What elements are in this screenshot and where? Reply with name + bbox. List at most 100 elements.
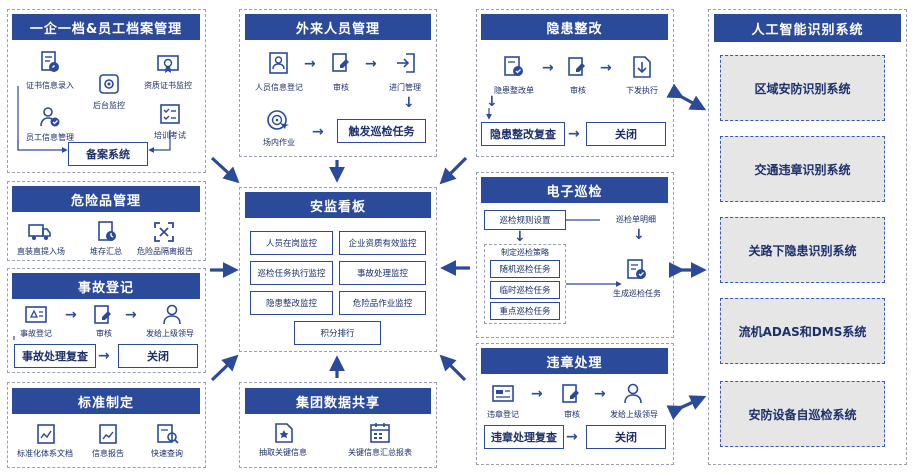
hazmat-item-1[interactable]: 堆存汇总: [90, 247, 122, 256]
leader-icon: [621, 382, 645, 406]
arrow-right-icon: →: [365, 56, 377, 72]
review-icon: [560, 382, 584, 406]
arrow-down-icon: ↓: [403, 95, 415, 111]
visitor-title: 外来人员管理: [245, 14, 431, 40]
visitor-item-2[interactable]: 进门管理: [389, 83, 421, 92]
ai-system-box[interactable]: 安防设备自巡检系统: [720, 381, 885, 447]
filing-system-box[interactable]: 备案系统: [68, 142, 148, 166]
onsite-work-icon: [266, 108, 290, 132]
hazmat-title: 危险品管理: [12, 186, 200, 212]
violation-item-2[interactable]: 发给上级领导: [610, 410, 658, 419]
visitor-item-1[interactable]: 审核: [333, 83, 349, 92]
hazard-item-2[interactable]: 下发执行: [626, 86, 658, 95]
employee-icon: [38, 105, 62, 129]
patrol-task-box[interactable]: 重点巡检任务: [490, 302, 560, 320]
arrow-right-icon: →: [125, 307, 137, 323]
hazard-close-box[interactable]: 关闭: [586, 122, 666, 146]
group-item-1[interactable]: 关键信息汇总报表: [348, 448, 412, 457]
leader-icon: [160, 303, 184, 327]
review-icon: [566, 55, 590, 79]
patrol-task-box[interactable]: 临时巡检任务: [490, 281, 560, 299]
visitor-item-0[interactable]: 人员信息登记: [255, 83, 303, 92]
accident-title: 事故登记: [12, 273, 200, 299]
isolation-icon: [152, 220, 176, 244]
archive-item-0[interactable]: 证书信息录入: [26, 81, 74, 90]
entry-icon: [394, 51, 418, 75]
arrow-right-icon: →: [542, 60, 554, 76]
dashboard-cell[interactable]: 危险品作业监控: [339, 291, 426, 315]
dashboard-cell[interactable]: 隐患整改监控: [250, 291, 333, 315]
arrow-right-icon: →: [65, 307, 77, 323]
accident-item-1[interactable]: 审核: [96, 329, 112, 338]
accident-close-box[interactable]: 关闭: [118, 344, 198, 368]
ai-system-box[interactable]: 交通违章识别系统: [720, 136, 885, 202]
group-item-0[interactable]: 抽取关键信息: [259, 448, 307, 457]
truck-icon: [28, 220, 52, 244]
dashboard-title: 安监看板: [245, 192, 431, 218]
violation-item-1[interactable]: 审核: [564, 410, 580, 419]
arrow-down-icon: ↓: [633, 227, 645, 243]
stack-summary-icon: [95, 220, 119, 244]
summary-report-icon: [368, 421, 392, 445]
violation-register-icon: [491, 382, 515, 406]
arrow-archive-to-dashboard: [210, 156, 240, 184]
accident-review-box[interactable]: 事故处理复查: [14, 344, 96, 368]
trigger-patrol-box[interactable]: 触发巡检任务: [337, 119, 426, 143]
ai-title: 人工智能识别系统: [714, 14, 901, 42]
arrow-right-icon: →: [304, 56, 316, 72]
archive-item-2[interactable]: 资质证书监控: [144, 81, 192, 90]
standard-item-1[interactable]: 信息报告: [92, 449, 124, 458]
hazard-review-box[interactable]: 隐患整改复查: [481, 122, 565, 146]
hazard-item-1[interactable]: 审核: [570, 86, 586, 95]
hazard-item-0[interactable]: 隐患整改单: [494, 86, 534, 95]
strategy-group: [484, 244, 566, 324]
dashboard-cell[interactable]: 人员在岗监控: [250, 231, 333, 255]
arrow-right-icon: →: [312, 124, 324, 140]
exam-icon: [158, 102, 182, 126]
ai-system-box[interactable]: 关路下隐患识别系统: [720, 217, 885, 283]
violation-close-box[interactable]: 关闭: [586, 425, 666, 449]
arrow-right-icon: →: [568, 126, 580, 142]
epatrol-title: 电子巡检: [481, 177, 668, 203]
strategy-label: 制定巡检策略: [501, 248, 549, 257]
archive-item-1[interactable]: 后台监控: [93, 101, 125, 110]
hazard-title: 隐患整改: [481, 14, 668, 40]
extract-icon: [272, 421, 296, 445]
patrol-detail-label: 巡检单明细: [616, 215, 656, 224]
accident-item-0[interactable]: 事故登记: [20, 329, 52, 338]
dashboard-cell[interactable]: 巡检任务执行监控: [250, 261, 333, 285]
archive-item-4[interactable]: 培训考试: [154, 131, 186, 140]
arrow-hazard-to-dashboard: [439, 156, 468, 185]
arrow-ai-hazard: [666, 83, 707, 111]
standard-item-2[interactable]: 快速查询: [151, 449, 183, 458]
dashboard-cell[interactable]: 企业资质有效监控: [339, 231, 426, 255]
patrol-rule-box[interactable]: 巡检规则设置: [484, 210, 566, 230]
violation-title: 违章处理: [481, 348, 668, 374]
ai-system-box[interactable]: 流机ADAS和DMS系统: [720, 298, 885, 364]
arrow-right-icon: →: [594, 386, 606, 402]
certificate-entry-icon: [38, 50, 62, 74]
dashboard-cell[interactable]: 事故处理监控: [339, 261, 426, 285]
visitor-item-3[interactable]: 场内作业: [263, 138, 295, 147]
document-chart-icon: [34, 422, 58, 446]
search-icon: [156, 422, 180, 446]
arrow-right-icon: →: [531, 386, 543, 402]
dispatch-icon: [630, 55, 654, 79]
dashboard-cell[interactable]: 积分排行: [294, 321, 381, 345]
arrow-right-icon: →: [98, 348, 110, 364]
arrow-right-icon: →: [566, 429, 578, 445]
arrow-violation-to-dashboard: [439, 354, 467, 382]
accident-item-2[interactable]: 发给上级领导: [146, 329, 194, 338]
review-icon: [92, 303, 116, 327]
arrow-down-icon: ↓: [514, 229, 526, 245]
patrol-task-box[interactable]: 随机巡检任务: [490, 260, 560, 278]
violation-review-box[interactable]: 违章处理复查: [484, 425, 564, 449]
standard-item-0[interactable]: 标准化体系文档: [17, 449, 73, 458]
violation-item-0[interactable]: 违章登记: [487, 410, 519, 419]
hazmat-item-2[interactable]: 危险品隔离报告: [137, 247, 193, 256]
qualification-icon: [156, 53, 180, 77]
hazmat-item-0[interactable]: 直装直提入场: [17, 247, 65, 256]
ai-system-box[interactable]: 区域安防识别系统: [720, 55, 885, 121]
standard-title: 标准制定: [12, 388, 200, 414]
arrow-ai-violation: [666, 395, 707, 420]
